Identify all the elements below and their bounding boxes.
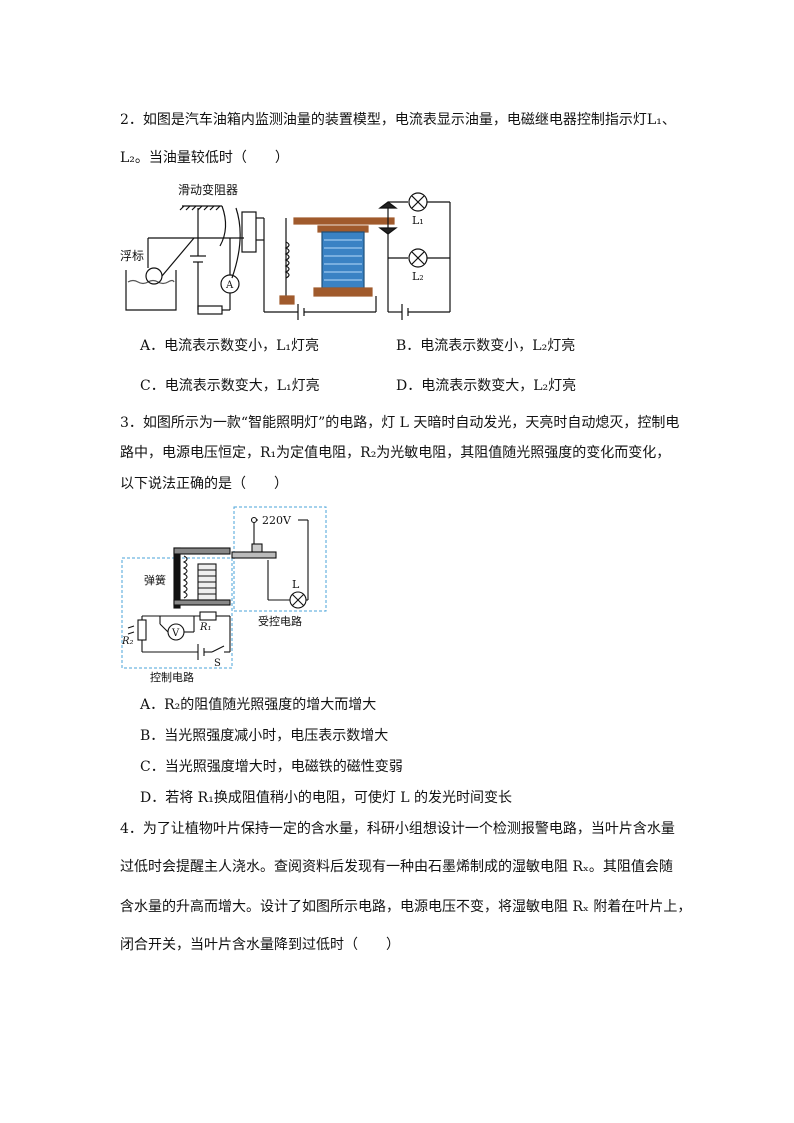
lamp-l2-label: L₂ (412, 270, 424, 283)
q2-option-a[interactable]: A．电流表示数变小，L₁灯亮 (140, 338, 320, 354)
switch-s-label: S (214, 658, 221, 669)
controlled-circuit-label: 受控电路 (258, 614, 302, 628)
voltage-220v-label: 220V (262, 514, 292, 527)
q2-stem-line1: 2．如图是汽车油箱内监测油量的装置模型，电流表显示油量，电磁继电器控制指示灯L₁… (120, 112, 676, 128)
lamp-l1-label: L₁ (412, 214, 424, 227)
r1-label: R₁ (199, 622, 212, 633)
float-label: 浮标 (120, 249, 144, 263)
r2-label: R₂ (121, 636, 134, 647)
q2-option-c[interactable]: C．电流表示数变大，L₁灯亮 (140, 378, 320, 394)
q2-option-b[interactable]: B．电流表示数变小，L₂灯亮 (396, 338, 576, 354)
q3-stem-line3: 以下说法正确的是（ ） (120, 476, 288, 492)
q2-figure: 滑动变阻器 浮标 A L₁ L₂ (118, 178, 458, 326)
q3-option-a[interactable]: A．R₂的阻值随光照强度的增大而增大 (140, 697, 377, 713)
q3-stem-line1: 3．如图所示为一款“智能照明灯”的电路，灯 L 天暗时自动发光，天亮时自动熄灭，… (120, 415, 680, 431)
control-circuit-label: 控制电路 (150, 670, 194, 684)
voltmeter-label: V (171, 628, 180, 639)
q2-option-d[interactable]: D．电流表示数变大，L₂灯亮 (396, 378, 577, 394)
q4-stem-line3: 含水量的升高而增大。设计了如图所示电路，电源电压不变，将湿敏电阻 Rₓ 附着在叶… (120, 899, 692, 915)
q3-figure: 220V 弹簧 L 受控电路 R₁ R₂ V S 控制电路 (118, 504, 330, 688)
q4-stem-line2: 过低时会提醒主人浇水。查阅资料后发现有一种由石墨烯制成的湿敏电阻 Rₓ。其阻值会… (120, 859, 673, 875)
q3-option-b[interactable]: B．当光照强度减小时，电压表示数增大 (140, 728, 389, 744)
q4-stem-line1: 4．为了让植物叶片保持一定的含水量，科研小组想设计一个检测报警电路，当叶片含水量 (120, 821, 675, 837)
rheostat-label: 滑动变阻器 (178, 182, 238, 197)
lamp-l-label: L (292, 578, 300, 591)
ammeter-label: A (225, 280, 234, 291)
q4-stem-line4: 闭合开关，当叶片含水量降到过低时（ ） (120, 937, 400, 953)
q3-stem-line2: 路中，电源电压恒定，R₁为定值电阻，R₂为光敏电阻，其阻值随光照强度的变化而变化… (120, 445, 671, 461)
q3-option-d[interactable]: D．若将 R₁换成阻值稍小的电阻，可使灯 L 的发光时间变长 (140, 790, 513, 806)
q3-option-c[interactable]: C．当光照强度增大时，电磁铁的磁性变弱 (140, 759, 403, 775)
q2-stem-line2: L₂。当油量较低时（ ） (120, 150, 289, 166)
spring-label: 弹簧 (144, 573, 166, 587)
